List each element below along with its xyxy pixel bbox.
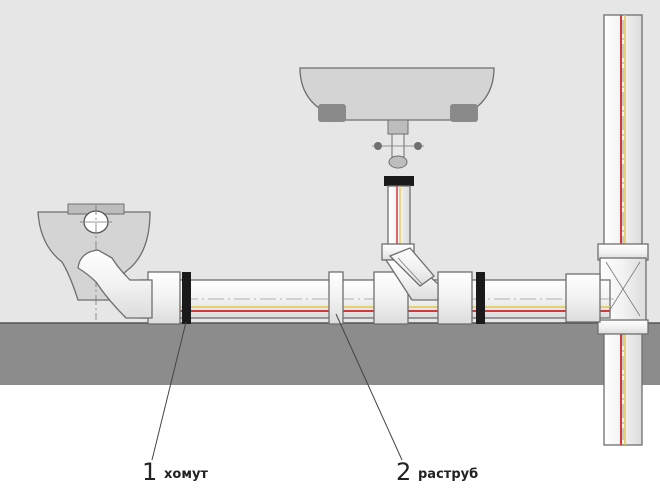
below-floor-area xyxy=(0,385,660,495)
sink-branch-wye xyxy=(381,185,439,301)
vertical-riser-pipe xyxy=(603,14,643,446)
toilet-bowl xyxy=(37,203,153,320)
wash-basin xyxy=(299,67,495,186)
callout-2-number: 2 xyxy=(396,458,411,486)
clamp-left xyxy=(182,272,191,324)
callout-1-number: 1 xyxy=(142,458,157,486)
pipe-clamps xyxy=(182,272,485,324)
callout-1-label: хомут xyxy=(164,467,208,482)
pipe-sockets xyxy=(147,271,601,325)
callout-2-label: раструб xyxy=(418,467,478,482)
leader-line-2 xyxy=(335,313,403,461)
horizontal-drain-pipe xyxy=(130,279,615,319)
floor-slab xyxy=(0,323,660,385)
clamp-right xyxy=(476,272,485,324)
leader-line-1 xyxy=(151,321,187,461)
